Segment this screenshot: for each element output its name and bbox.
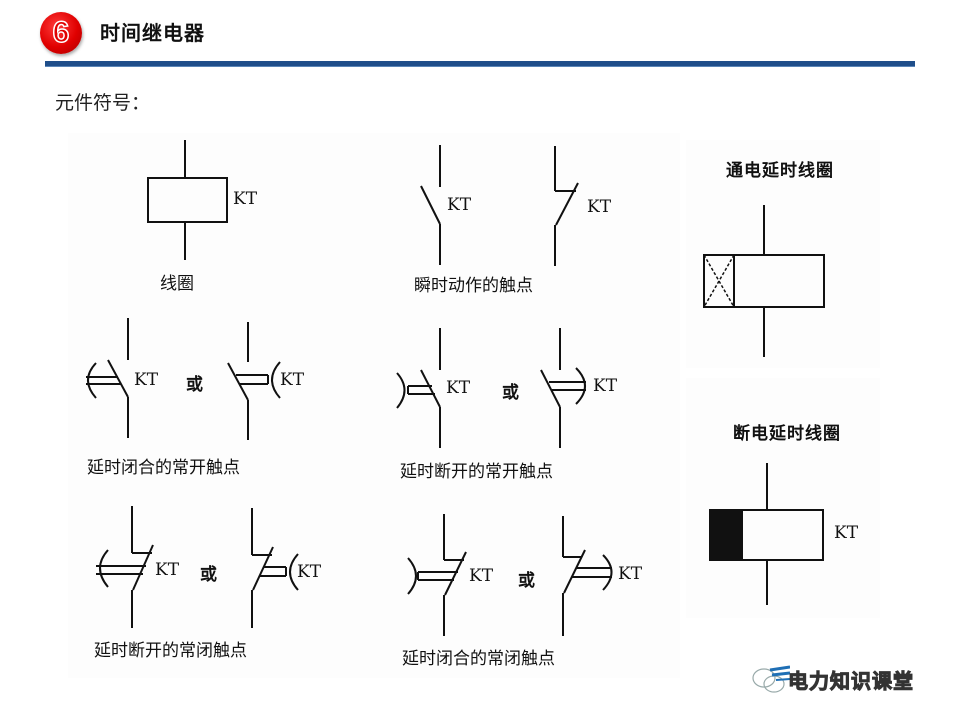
delay-open-nc-caption: 延时断开的常闭触点	[94, 641, 247, 661]
coil-tag: KT	[233, 189, 258, 209]
on-delay-coil-symbol	[703, 205, 825, 357]
delay-open-nc-symbol-b	[251, 508, 299, 628]
section-number-badge: 6	[40, 12, 82, 54]
delay-open-nc-tag-a: KT	[155, 560, 180, 580]
symbols-panel-main	[68, 133, 680, 678]
instant-nc-tag: KT	[587, 197, 612, 217]
delay-close-nc-tag-b: KT	[618, 564, 643, 584]
delay-open-nc-tag-b: KT	[297, 562, 322, 582]
delay-close-no-symbol-b	[227, 322, 281, 440]
delay-close-nc-tag-a: KT	[469, 566, 494, 586]
symbols-panel-off-delay	[686, 378, 880, 618]
delay-open-no-tag-b: KT	[593, 376, 618, 396]
delay-close-nc-symbol-a	[407, 514, 467, 636]
delay-open-no-or: 或	[502, 383, 519, 403]
watermark: 电力知识课堂	[750, 660, 940, 696]
off-delay-coil-caption: 断电延时线圈	[733, 424, 841, 444]
off-delay-coil-symbol	[709, 463, 824, 605]
delay-close-no-symbol-a	[86, 318, 129, 438]
wechat-chat-icon	[752, 665, 790, 693]
instant-contacts-caption: 瞬时动作的触点	[414, 276, 533, 296]
delay-open-no-symbol-a	[396, 328, 441, 448]
section-number: 6	[52, 15, 70, 50]
header-divider	[45, 61, 915, 67]
delay-open-nc-or: 或	[200, 565, 217, 585]
delay-close-nc-caption: 延时闭合的常闭触点	[402, 649, 555, 669]
delay-open-nc-symbol-a	[96, 506, 154, 628]
coil-caption: 线圈	[160, 274, 194, 294]
on-delay-coil-caption: 通电延时线圈	[726, 161, 834, 181]
delay-close-nc-or: 或	[518, 571, 535, 591]
delay-close-no-caption: 延时闭合的常开触点	[87, 458, 240, 478]
delay-open-no-symbol-b	[540, 328, 586, 448]
page-title: 时间继电器	[100, 21, 205, 45]
coil-symbol	[147, 140, 228, 260]
off-delay-coil-tag: KT	[834, 523, 859, 543]
instant-no-contact-symbol	[420, 145, 441, 265]
delay-close-nc-symbol-b	[562, 516, 613, 636]
section-subtitle: 元件符号：	[55, 92, 151, 114]
delay-close-no-tag-b: KT	[280, 370, 305, 390]
instant-nc-contact-symbol	[554, 146, 579, 266]
delay-open-no-tag-a: KT	[446, 378, 471, 398]
watermark-text: 电力知识课堂	[788, 669, 914, 694]
delay-close-no-or: 或	[186, 375, 203, 395]
delay-close-no-tag-a: KT	[134, 370, 159, 390]
instant-no-tag: KT	[447, 195, 472, 215]
delay-open-no-caption: 延时断开的常开触点	[400, 462, 553, 482]
